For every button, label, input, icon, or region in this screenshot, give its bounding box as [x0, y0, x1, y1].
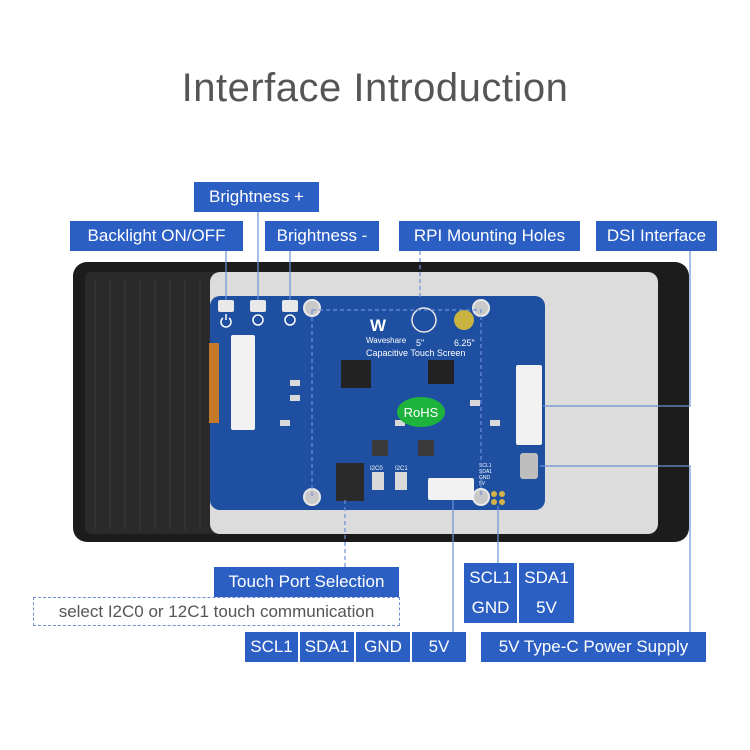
page-title: Interface Introduction — [181, 66, 569, 110]
pin-right-gnd: GND — [464, 593, 517, 623]
board-subtitle: Capacitive Touch Screen — [366, 348, 465, 358]
board-size-a: 5" — [416, 338, 424, 348]
driver-board — [210, 296, 545, 510]
label-power: 5V Type-C Power Supply — [481, 632, 706, 662]
rohs-mark — [397, 397, 445, 427]
pin-bottom-5v: 5V — [412, 632, 466, 662]
power-icon — [220, 314, 232, 328]
label-backlight: Backlight ON/OFF — [70, 221, 243, 251]
pin-bottom-scl1: SCL1 — [245, 632, 298, 662]
pin-right-5v: 5V — [519, 593, 574, 623]
touch-header — [428, 478, 474, 500]
label-touch-port: Touch Port Selection — [214, 567, 399, 597]
label-brightness-minus: Brightness - — [265, 221, 379, 251]
chip-1 — [341, 360, 371, 388]
pin-right-sda1: SDA1 — [519, 563, 574, 593]
brightness-up-icon — [252, 314, 264, 326]
dsi-connector — [516, 365, 542, 445]
silk-pin-2: SDA1 — [479, 469, 492, 475]
label-brightness-plus: Brightness + — [194, 182, 319, 212]
label-mounting-holes: RPI Mounting Holes — [399, 221, 580, 251]
brightness-down-icon — [284, 314, 296, 326]
pin-right-scl1: SCL1 — [464, 563, 517, 593]
label-dsi: DSI Interface — [596, 221, 717, 251]
chip-2 — [428, 360, 454, 384]
chip-4 — [372, 440, 388, 456]
waveshare-logo-icon: W — [370, 316, 387, 335]
board-brand: Waveshare — [366, 336, 407, 345]
silk-pin-1: SCL1 — [479, 463, 492, 469]
type-c-port — [520, 453, 538, 479]
board-size-b: 6.25" — [454, 338, 475, 348]
board-buttons — [218, 300, 298, 312]
silk-pin-4: 5V — [479, 481, 486, 487]
fpc-connector-left — [231, 335, 255, 430]
silk-i2c1: I2C1 — [395, 466, 408, 472]
rohs-text: RoHS — [404, 405, 439, 420]
silk-pin-3: GND — [479, 475, 491, 481]
pin-bottom-sda1: SDA1 — [300, 632, 354, 662]
touch-port-note: select I2C0 or 12C1 touch communication — [33, 597, 400, 626]
leader-lines — [225, 211, 691, 632]
chip-5 — [418, 440, 434, 456]
silk-i2c0: I2C0 — [370, 466, 383, 472]
chip-3 — [336, 463, 364, 501]
pin-bottom-gnd: GND — [356, 632, 410, 662]
fpc-ribbon — [85, 272, 220, 534]
